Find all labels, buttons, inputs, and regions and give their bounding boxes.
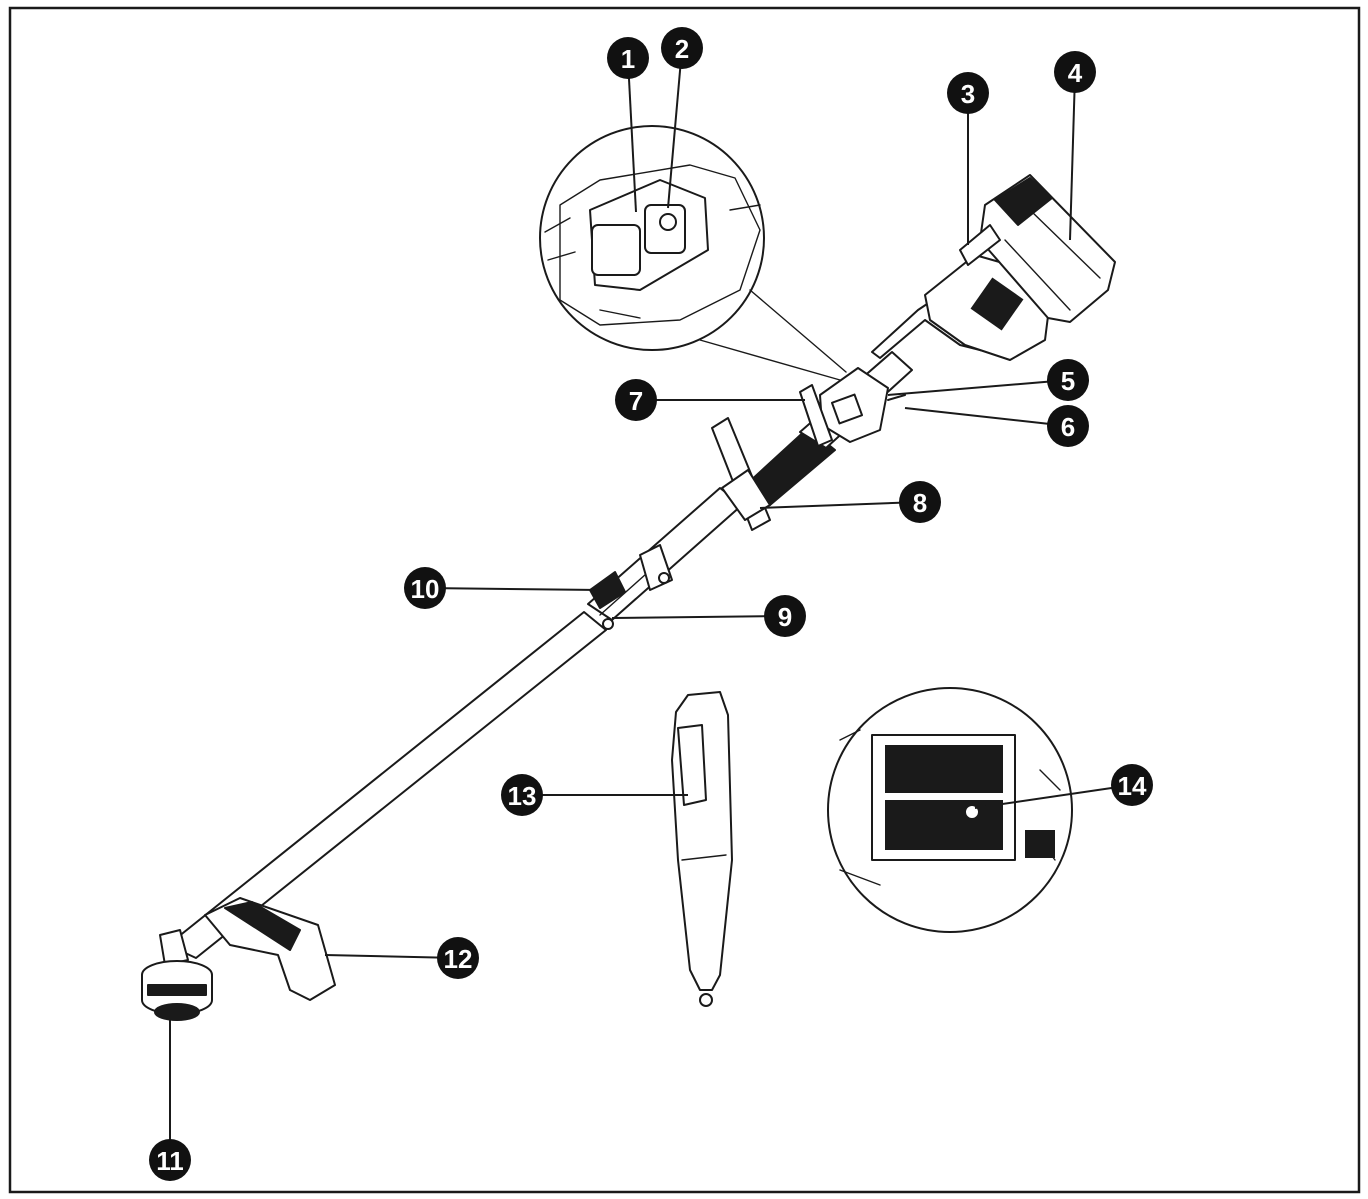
callout-number: 8 xyxy=(913,488,927,518)
callout-badge-circle xyxy=(404,567,446,609)
callout-number: 5 xyxy=(1061,366,1075,396)
callout-14: 14 xyxy=(1111,764,1153,806)
callout-badge-circle xyxy=(1047,359,1089,401)
callout-11: 11 xyxy=(149,1139,191,1181)
switch-box xyxy=(819,367,906,443)
callout-number: 13 xyxy=(508,781,537,811)
callout-10: 10 xyxy=(404,567,446,609)
leader-lines xyxy=(169,47,1133,1160)
callout-8: 8 xyxy=(899,481,941,523)
callout-number: 11 xyxy=(156,1146,184,1176)
callout-number: 14 xyxy=(1118,771,1147,801)
callout-6: 6 xyxy=(1047,405,1089,447)
callout-badge-circle xyxy=(501,774,543,816)
callout-number: 7 xyxy=(629,386,643,416)
callout-badge-circle xyxy=(1047,405,1089,447)
callout-12: 12 xyxy=(437,937,479,979)
callout-badge-circle xyxy=(1054,51,1096,93)
callout-badge-circle xyxy=(661,27,703,69)
callout-badge-circle xyxy=(437,937,479,979)
callout-badge-circle xyxy=(149,1139,191,1181)
callout-13: 13 xyxy=(501,774,543,816)
callout-2: 2 xyxy=(661,27,703,69)
inset-battery-port xyxy=(827,687,1073,933)
callout-badge-circle xyxy=(947,72,989,114)
callout-1: 1 xyxy=(607,37,649,79)
callout-badge-circle xyxy=(1111,764,1153,806)
callout-number: 10 xyxy=(411,574,440,604)
callout-badge-circle xyxy=(615,379,657,421)
callout-7: 7 xyxy=(615,379,657,421)
inset-switch-panel xyxy=(539,125,847,381)
callout-5: 5 xyxy=(1047,359,1089,401)
callout-4: 4 xyxy=(1054,51,1096,93)
shoulder-strap xyxy=(671,691,733,1007)
callout-number: 1 xyxy=(621,44,635,74)
callout-number: 9 xyxy=(778,602,792,632)
callout-number: 3 xyxy=(961,79,975,109)
callout-3: 3 xyxy=(947,72,989,114)
callout-number: 4 xyxy=(1068,58,1083,88)
front-handle xyxy=(711,417,771,531)
trimmer-head xyxy=(141,897,336,1021)
callout-badge-circle xyxy=(607,37,649,79)
callout-number: 12 xyxy=(444,944,473,974)
shaft-collar xyxy=(589,544,673,630)
callout-number: 2 xyxy=(675,34,689,64)
callout-badge-circle xyxy=(764,595,806,637)
hand-grip xyxy=(799,384,833,447)
callout-9: 9 xyxy=(764,595,806,637)
battery-pack xyxy=(959,174,1116,323)
callout-badge-circle xyxy=(899,481,941,523)
diagram-border xyxy=(8,6,1361,1194)
callout-number: 6 xyxy=(1061,412,1075,442)
